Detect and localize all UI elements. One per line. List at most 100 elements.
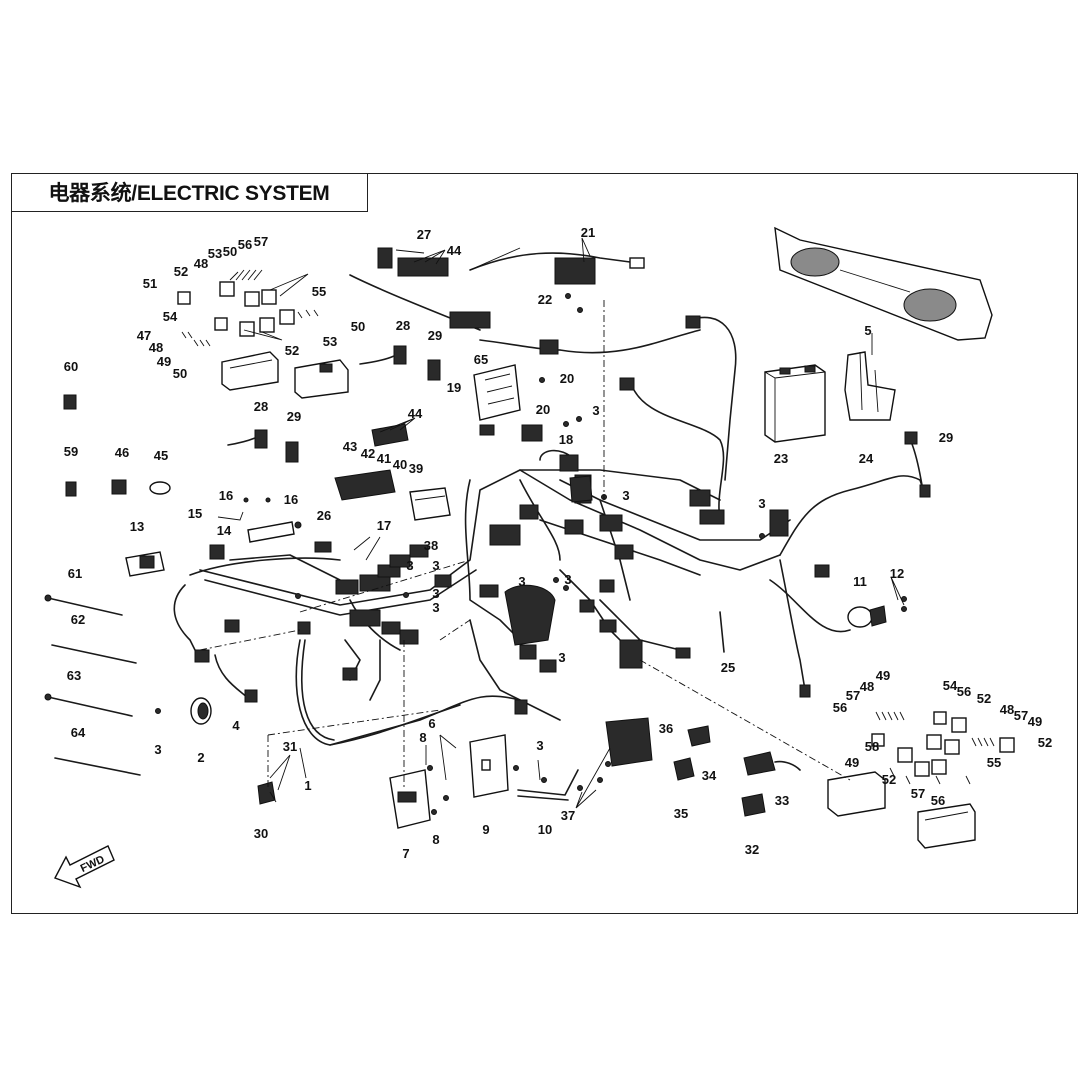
part-number-15: 15 [188,506,202,521]
part-number-48: 48 [194,256,208,271]
part-number-8: 8 [419,730,426,745]
ecu-modules-7-9 [389,734,509,829]
part-number-48: 48 [860,679,874,694]
sensor-28-29-parts [227,345,923,486]
part-number-17: 17 [377,518,391,533]
part-number-9: 9 [482,822,489,837]
part-number-49: 49 [876,668,890,683]
part-number-54: 54 [943,678,958,693]
part-number-29: 29 [939,430,953,445]
speaker-2-part [190,697,212,725]
part-number-57: 57 [846,688,860,703]
part-number-48: 48 [1000,702,1014,717]
part-number-44: 44 [447,243,462,258]
part-number-49: 49 [157,354,171,369]
part-number-52: 52 [977,691,991,706]
part-number-57: 57 [911,786,925,801]
part-number-48: 48 [149,340,163,355]
cable-10-part [517,769,579,801]
module-38-part [409,487,451,521]
part-number-2: 2 [197,750,204,765]
assembly-dash-lines [199,300,851,790]
part-number-55: 55 [987,755,1001,770]
part-number-47: 47 [137,328,151,343]
part-number-46: 46 [115,445,129,460]
part-number-37: 37 [561,808,575,823]
diagram-title: 电器系统/ELECTRIC SYSTEM [48,182,330,205]
relay-group-lower [827,711,1015,849]
part-number-20: 20 [560,371,574,386]
part-number-59: 59 [64,444,78,459]
part-number-3: 3 [406,558,413,573]
part-number-3: 3 [518,574,525,589]
part-number-12: 12 [890,566,904,581]
part-number-4: 4 [232,718,240,733]
part-number-16: 16 [219,488,233,503]
bolt-25-part [719,611,725,653]
part-number-19: 19 [447,380,461,395]
part-number-31: 31 [283,739,297,754]
part-number-28: 28 [254,399,268,414]
part-number-52: 52 [285,343,299,358]
part-number-38: 38 [424,538,438,553]
part-number-21: 21 [581,225,595,240]
part-number-54: 54 [163,309,178,324]
part-number-50: 50 [173,366,187,381]
part-number-58: 58 [865,739,879,754]
part-number-64: 64 [71,725,86,740]
part-number-53: 53 [208,246,222,261]
part-number-6: 6 [428,716,435,731]
part-number-26: 26 [317,508,331,523]
part-number-30: 30 [254,826,268,841]
part-number-3: 3 [432,600,439,615]
part-number-24: 24 [859,451,874,466]
diagram-frame [11,173,1078,914]
part-number-34: 34 [702,768,717,783]
part-number-1: 1 [304,778,311,793]
switches-32-35 [673,725,801,817]
part-number-52: 52 [1038,735,1052,750]
battery-part [764,364,826,443]
screws [155,293,907,815]
rods-61-64 [44,594,141,776]
part-number-50: 50 [351,319,365,334]
part-number-5: 5 [864,323,871,338]
part-number-8: 8 [432,832,439,847]
part-number-10: 10 [538,822,552,837]
part-number-3: 3 [558,650,565,665]
part-number-50: 50 [223,244,237,259]
part-number-57: 57 [1014,708,1028,723]
part-number-35: 35 [674,806,688,821]
switch-block-36 [605,717,653,767]
part-number-13: 13 [130,519,144,534]
part-number-55: 55 [312,284,326,299]
part-number-32: 32 [745,842,759,857]
part-number-29: 29 [287,409,301,424]
part-number-27: 27 [417,227,431,242]
part-number-3: 3 [592,403,599,418]
part-number-60: 60 [64,359,78,374]
part-number-49: 49 [1028,714,1042,729]
part-number-45: 45 [154,448,168,463]
part-number-53: 53 [323,334,337,349]
relay-group-upper [177,269,319,347]
title-box: 电器系统/ELECTRIC SYSTEM [11,173,368,212]
part-number-61: 61 [68,566,82,581]
part-number-18: 18 [559,432,573,447]
top-module-part [469,247,645,285]
small-parts-left [63,394,332,553]
part-number-11: 11 [853,574,867,589]
part-number-29: 29 [428,328,442,343]
part-number-39: 39 [409,461,423,476]
part-number-51: 51 [143,276,157,291]
terminal-strip-part [217,497,302,543]
part-number-65: 65 [474,352,488,367]
part-number-28: 28 [396,318,410,333]
center-harness-part [504,475,593,646]
part-number-43: 43 [343,439,357,454]
part-number-3: 3 [154,742,161,757]
part-number-16: 16 [284,492,298,507]
part-number-36: 36 [659,721,673,736]
